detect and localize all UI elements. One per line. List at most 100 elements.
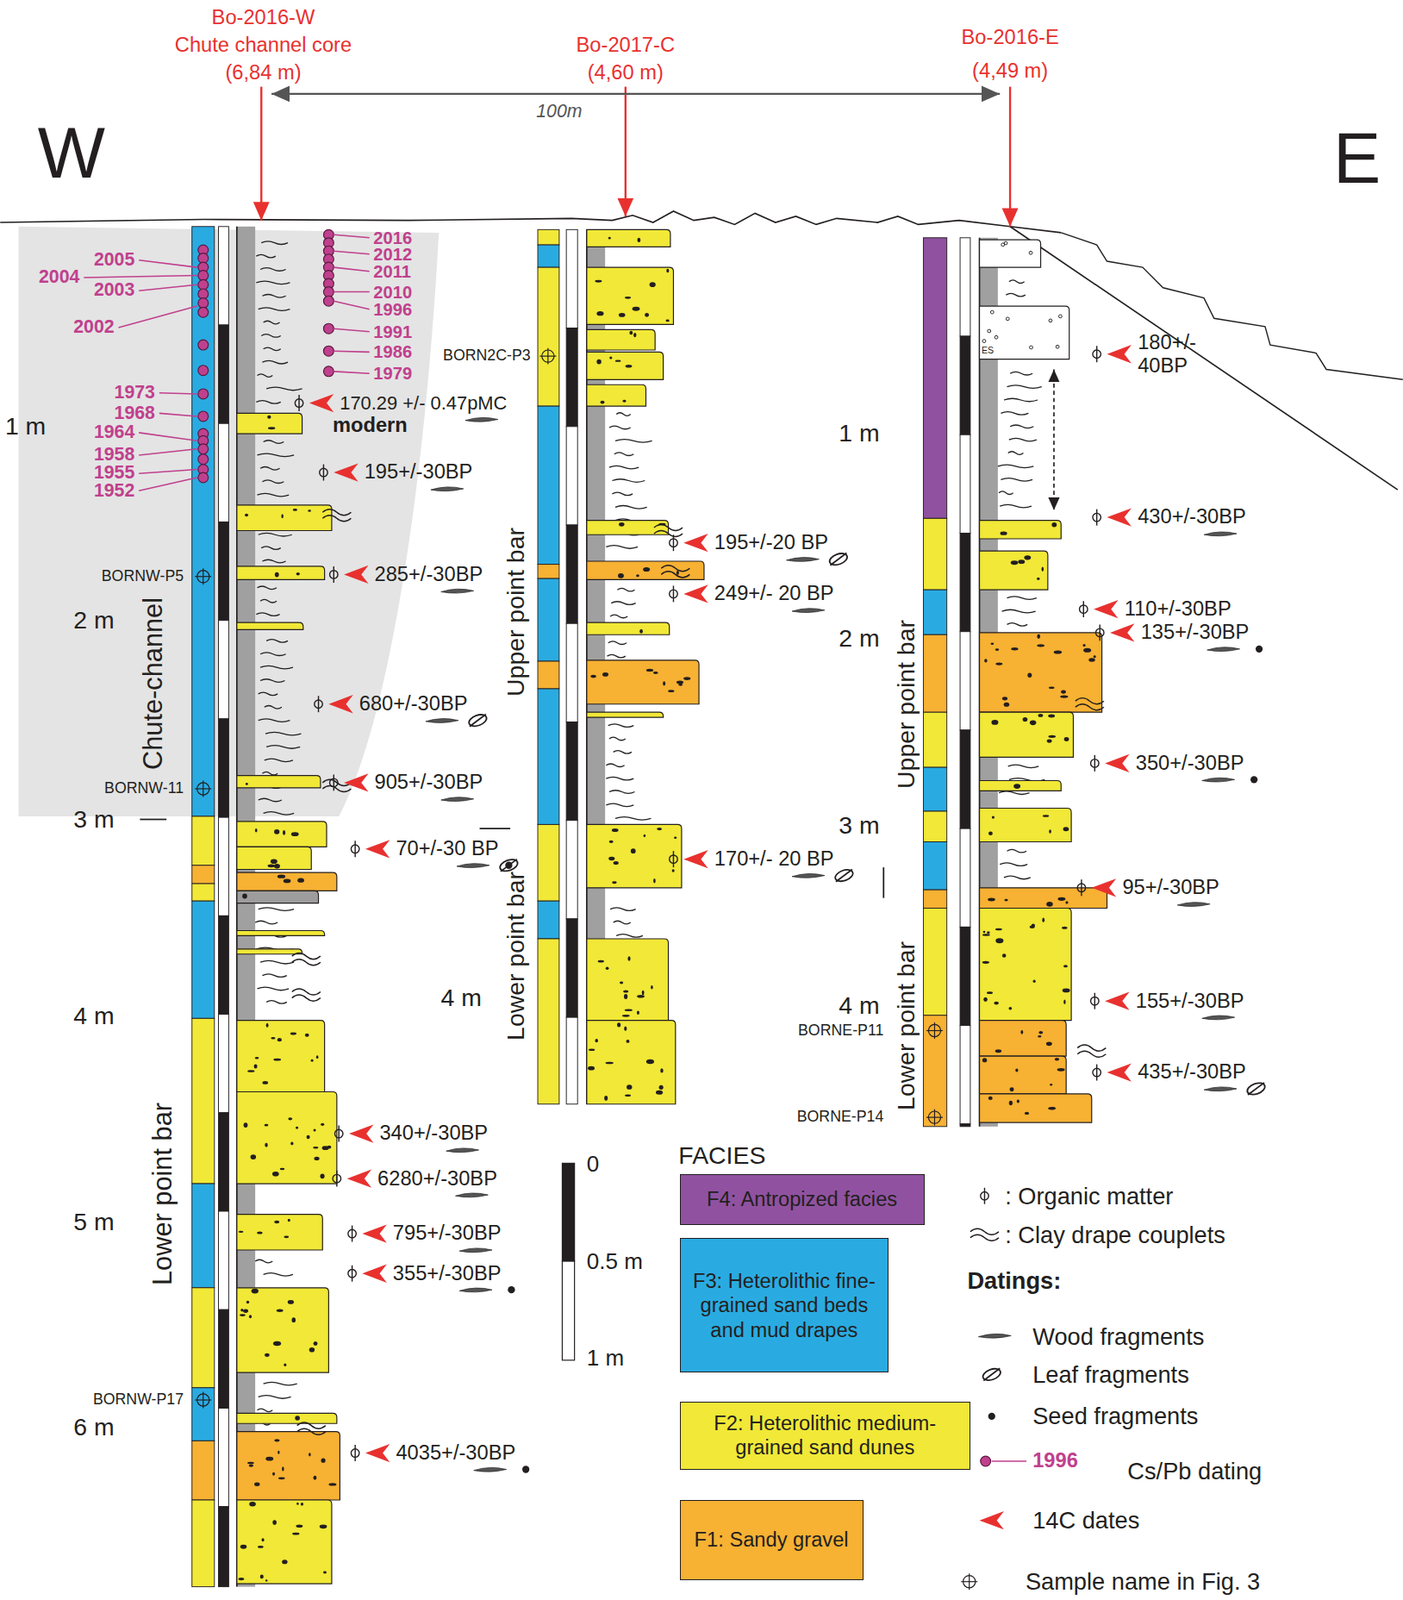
legend-text: Cs/Pb dating — [1127, 1459, 1262, 1484]
label: 180+/- 40BP — [1137, 330, 1220, 378]
gravel-dot — [636, 237, 641, 243]
gravel-dot — [312, 1146, 319, 1149]
gravel-dot — [995, 648, 1000, 651]
label: 6 m — [73, 1414, 114, 1439]
gravel-dot — [307, 509, 312, 512]
label: FACIES — [678, 1142, 766, 1167]
seed-fragment — [505, 861, 512, 869]
seed-fragment — [522, 1465, 530, 1472]
gravel-dot — [624, 1093, 631, 1097]
wood-fragment — [425, 718, 459, 724]
gravel-dot — [267, 415, 271, 419]
gravel-dot — [1062, 987, 1071, 992]
scale-bar — [561, 1260, 574, 1360]
label: Bo-2017-C — [576, 35, 675, 57]
gravel-dot — [273, 1058, 281, 1061]
label: 1968 — [114, 404, 156, 423]
seed-fragment — [1255, 645, 1263, 653]
leaf-fragment — [833, 866, 855, 883]
depth-scale — [218, 915, 230, 1014]
wood-fragment — [1207, 647, 1241, 652]
gravel-dot — [247, 1069, 255, 1072]
seed-symbol — [988, 1412, 996, 1420]
label: Datings: — [966, 1268, 1061, 1292]
sand-bed — [586, 229, 671, 247]
gravel-dot — [280, 513, 283, 518]
mud-drape — [605, 776, 634, 780]
gravel-dot — [328, 1482, 337, 1485]
gravel-dot — [982, 1057, 987, 1062]
organic-matter — [330, 773, 338, 791]
organic-matter — [350, 840, 359, 857]
mud-drape — [616, 934, 643, 938]
legend-text: Sample name in Fig. 3 — [1025, 1570, 1260, 1594]
label: BORN2C-P3 — [442, 348, 531, 364]
depth-scale — [960, 336, 971, 435]
gravel-dot — [624, 296, 631, 300]
mud-drape — [255, 254, 275, 258]
organic-matter — [669, 534, 678, 551]
gravel-dot — [605, 966, 610, 970]
gravel-dot — [305, 1033, 310, 1037]
gravel-dot — [274, 572, 280, 578]
gravel-dot — [659, 1084, 664, 1090]
wood-fragment — [1202, 777, 1235, 782]
clay-drape — [292, 953, 321, 966]
clay-drape — [660, 565, 690, 578]
mud-drape — [1003, 398, 1038, 402]
c14-arrow — [343, 773, 368, 792]
gravel-dot — [274, 1438, 280, 1441]
c14-arrow — [349, 1123, 374, 1142]
gravel-dot — [1024, 1111, 1029, 1115]
gravel-dot — [1053, 649, 1062, 654]
organic-symbol — [980, 1187, 989, 1204]
organic-matter — [314, 695, 323, 712]
gravel-dot — [587, 1066, 595, 1071]
facies-column — [922, 766, 947, 811]
c14-arrow — [361, 1223, 387, 1242]
depth-scale — [960, 729, 971, 829]
mud-drape — [613, 750, 632, 755]
organic-matter — [330, 566, 338, 583]
gravel-dot — [313, 1128, 317, 1131]
organic-matter — [1092, 1064, 1101, 1081]
mud-drape — [614, 452, 634, 456]
label: 4 m — [73, 1003, 114, 1028]
gravel-dot — [273, 1340, 281, 1346]
mud-drape — [258, 798, 282, 802]
gravel-dot — [300, 1502, 304, 1506]
label: 2016 — [373, 229, 412, 247]
label: 2004 — [38, 268, 80, 287]
label: 1958 — [93, 445, 135, 464]
facies-column — [922, 711, 947, 767]
sand-bed — [979, 520, 1062, 539]
cs-pb-marker — [323, 323, 334, 334]
gravel-dot — [618, 522, 624, 527]
label: 1996 — [1032, 1451, 1079, 1472]
organic-matter — [1095, 623, 1104, 641]
mud-drape — [998, 791, 1030, 795]
label: 70+/-30 BP — [395, 838, 499, 860]
sand-bed — [586, 329, 655, 350]
facies-column — [192, 816, 215, 866]
mud-drape — [1010, 424, 1034, 429]
gravel-dot — [314, 1156, 320, 1160]
facies-column — [192, 1183, 215, 1288]
mud-drape — [266, 639, 288, 643]
gravel-dot — [1048, 318, 1053, 323]
gravel-dot — [625, 364, 633, 368]
facies-column — [922, 517, 947, 590]
organic-matter — [1092, 509, 1101, 526]
facies-column — [192, 1499, 215, 1587]
gravel-dot — [1046, 901, 1054, 907]
gravel-dot — [630, 848, 637, 854]
gravel-dot — [245, 782, 249, 786]
gravel-dot — [611, 880, 618, 884]
gravel-dot — [1015, 1067, 1018, 1072]
facies-column — [922, 889, 947, 908]
gravel-dot — [268, 426, 275, 430]
sand-bed — [236, 1091, 337, 1185]
gravel-dot — [1010, 560, 1019, 565]
depth-scale — [960, 237, 971, 337]
label: 155+/-30BP — [1135, 991, 1245, 1012]
